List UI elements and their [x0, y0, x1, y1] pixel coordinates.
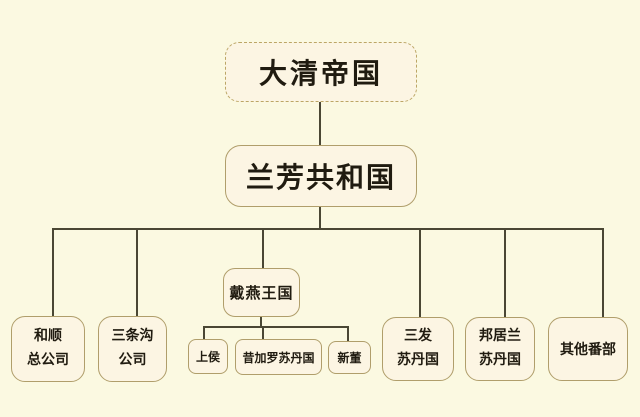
connector-drop-sanfa: [419, 228, 421, 317]
connector-lanfang-to-bus: [319, 207, 321, 228]
node-xindong: 新董: [328, 341, 371, 374]
node-xijialuo-sultanate: 昔加罗苏丹国: [235, 339, 322, 375]
node-qing-empire: 大清帝国: [225, 42, 417, 102]
connector-drop-xindong: [347, 326, 349, 341]
connector-drop-daiyan: [262, 228, 264, 268]
node-bangjulan-sultanate: 邦居兰 苏丹国: [465, 317, 535, 381]
connector-qing-to-lanfang: [319, 102, 321, 145]
connector-drop-xijialuo: [262, 326, 264, 339]
node-shanghou: 上侯: [188, 339, 228, 374]
connector-drop-bangjulan: [504, 228, 506, 317]
connector-drop-heshun: [52, 228, 54, 316]
connector-daiyan-to-subbus: [260, 317, 262, 327]
node-sanfa-sultanate: 三发 苏丹国: [382, 317, 454, 381]
node-daiyan-kingdom: 戴燕王国: [223, 268, 300, 317]
node-heshun-company: 和顺 总公司: [11, 316, 85, 382]
node-lanfang-republic: 兰芳共和国: [225, 145, 417, 207]
node-other-tribes: 其他番部: [548, 317, 628, 381]
connector-main-bus: [52, 228, 604, 230]
connector-drop-santiaogou: [136, 228, 138, 316]
connector-drop-qita: [602, 228, 604, 317]
node-santiaogou-company: 三条沟 公司: [98, 316, 167, 382]
connector-drop-shanghou: [203, 326, 205, 339]
connector-sub-bus: [203, 326, 349, 328]
